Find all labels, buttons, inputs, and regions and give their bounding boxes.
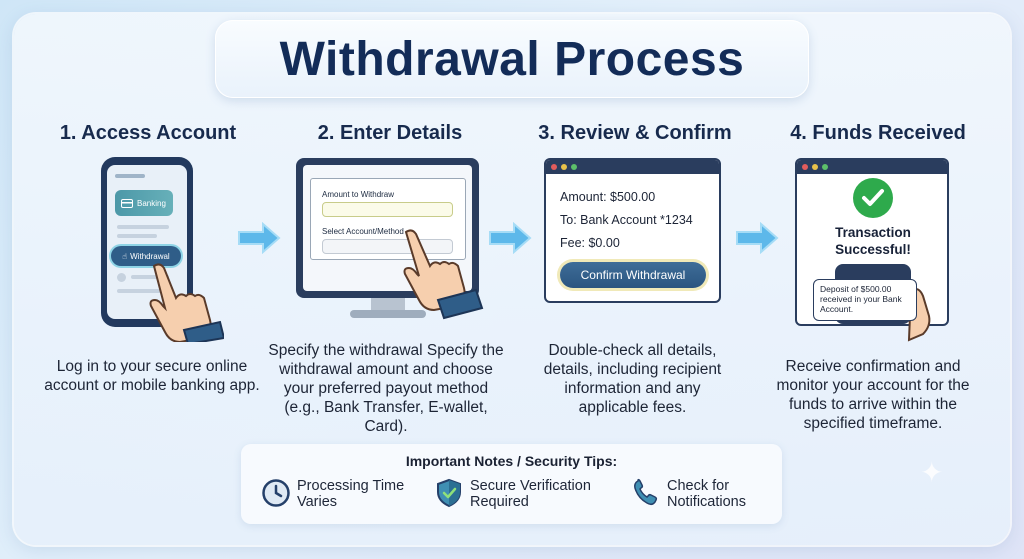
step-2-description: Specify the withdrawal Specify the withd… [268,342,504,435]
page-title: Withdrawal Process [279,32,745,86]
step-1-description: Log in to your secure online account or … [44,358,260,394]
amount-field[interactable] [322,202,453,217]
note-3-line-1: Check for [667,478,730,494]
method-field-label: Select Account/Method [322,227,404,236]
deposit-notification: Deposit of $500.00 received in your Bank… [813,279,917,321]
note-1-line-1: Processing Time [297,478,405,494]
note-secure-verification: Secure Verification Required [434,478,591,510]
window-titlebar [546,160,719,174]
recipient-text: To: Bank Account *1234 [560,213,693,227]
pointing-hand-icon [149,263,224,342]
arrow-right-icon [238,222,281,254]
window-titlebar [797,160,947,174]
security-notes-panel: Important Notes / Security Tips: Process… [241,444,782,524]
success-line-1: Transaction [835,225,911,240]
title-banner: Withdrawal Process [215,20,809,98]
hand-pointer-icon: ☝ [122,251,128,261]
note-processing-time: Processing Time Varies [261,478,404,510]
withdrawal-button-label: Withdrawal [130,251,170,261]
step-4-description: Receive confirmation and monitor your ac… [776,358,970,432]
note-2-line-2: Required [470,494,529,510]
note-3-line-2: Notifications [667,494,746,510]
fee-text: Fee: $0.00 [560,236,620,250]
withdrawal-button[interactable]: ☝ Withdrawal [111,246,181,266]
note-2-line-1: Secure Verification [470,478,591,494]
confirm-withdrawal-button[interactable]: Confirm Withdrawal [560,262,706,288]
pointing-hand-icon [403,229,484,320]
review-window: Amount: $500.00 To: Bank Account *1234 F… [544,158,721,303]
step-2-heading: 2. Enter Details [317,122,463,144]
note-1-line-2: Varies [297,494,338,510]
step-4-heading: 4. Funds Received [790,122,966,144]
monitor-illustration: Amount to Withdraw Select Account/Method [296,158,479,298]
monitor-stand [371,298,405,312]
arrow-right-icon [736,222,779,254]
clock-icon [262,479,290,507]
sparkle-icon: ✦ [920,457,944,488]
step-1-heading: 1. Access Account [59,122,237,144]
phone-icon [634,478,658,506]
step-3-heading: 3. Review & Confirm [538,122,732,144]
banking-card-label: Banking [137,198,166,208]
banking-card: Banking [115,190,173,216]
note-check-notifications: Check for Notifications [631,478,746,510]
success-message: Transaction Successful! [800,224,946,258]
notes-title: Important Notes / Security Tips: [405,453,618,469]
arrow-right-icon [489,222,532,254]
checkmark-icon [853,178,893,218]
amount-text: Amount: $500.00 [560,190,656,204]
success-line-2: Successful! [835,242,911,257]
amount-field-label: Amount to Withdraw [322,190,395,199]
monitor-base [350,310,426,318]
step-3-description: Double-check all details, details, inclu… [543,342,722,416]
card-icon [121,198,133,208]
shield-check-icon [437,478,461,508]
